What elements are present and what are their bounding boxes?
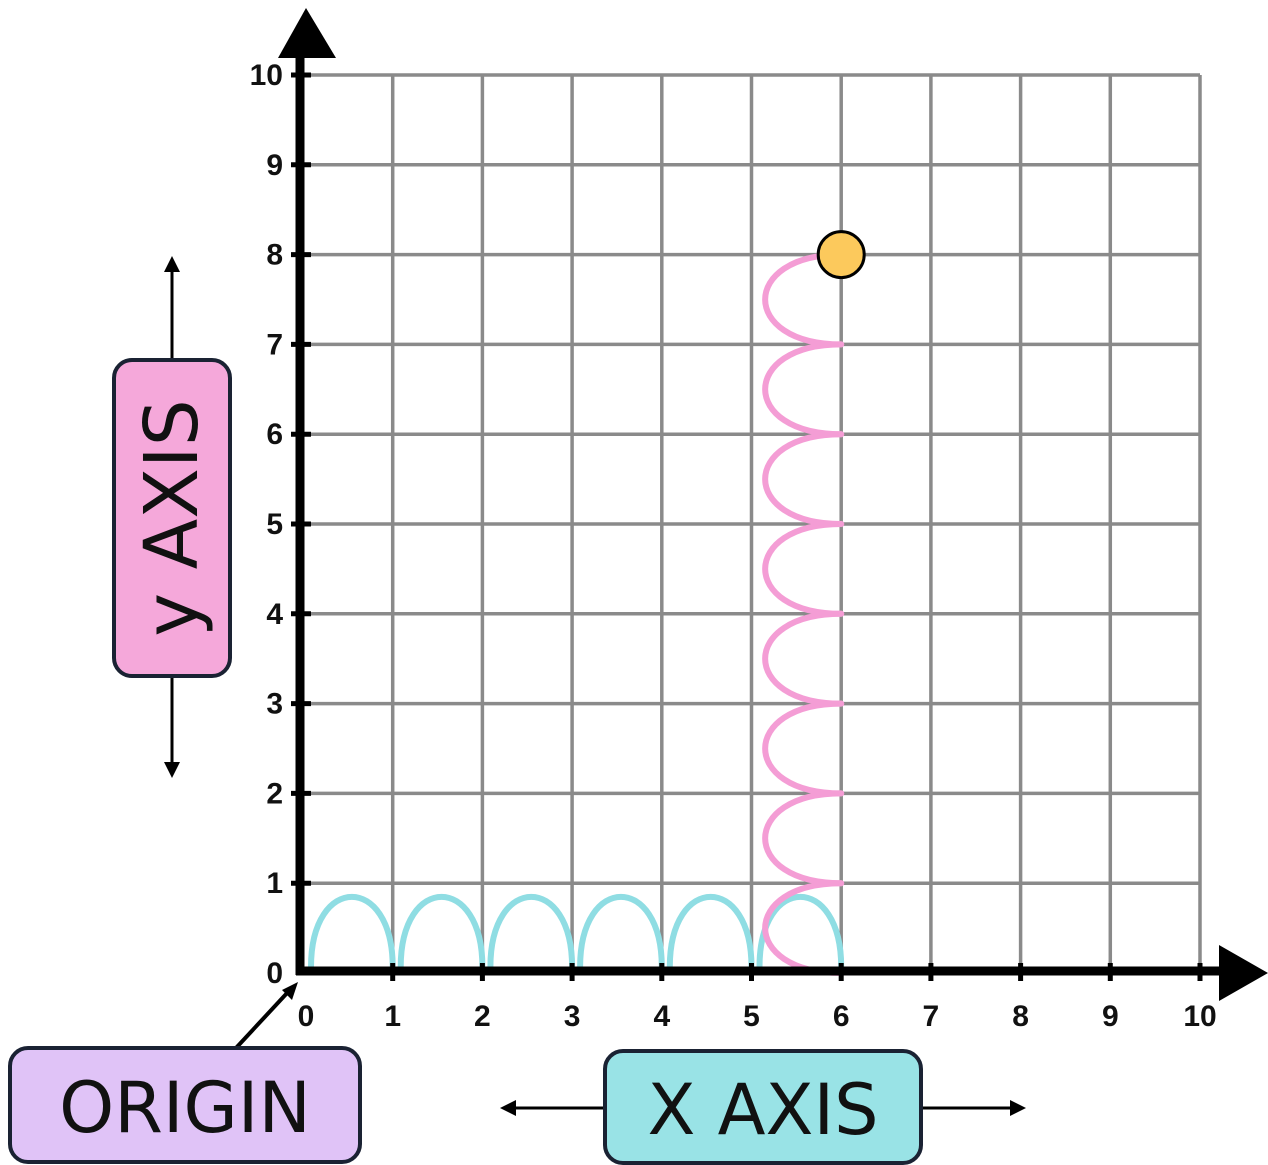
x-axis-badge-group: X AXIS [500,1049,1026,1165]
y-hop-arc [762,610,845,707]
y-tick-label: 9 [266,149,283,182]
origin-badge [8,1046,362,1164]
x-tick-label: 5 [743,1000,760,1033]
x-hop-arc [577,894,665,970]
y-hop-arc [762,700,845,797]
y-axis-label: y AXIS [129,399,215,636]
y-hop-arc [762,431,845,527]
x-tick-label: 6 [833,1000,850,1033]
x-tick-label: 9 [1102,1000,1119,1033]
y-tick-label: 1 [266,867,283,900]
y-tick-label: 6 [266,418,283,451]
x-hop-arc [666,894,755,970]
origin-pointer-arrowhead-icon [282,982,298,1000]
y-tick-label: 5 [266,508,283,541]
arrow-up-icon [164,256,180,272]
y-hop-arc [762,251,845,348]
x-tick-label: 0 [298,1000,315,1033]
origin-label: ORIGIN [59,1067,311,1149]
y-tick-label: 10 [250,59,283,92]
y-hop-arc [762,341,845,438]
origin-pointer-line [234,990,290,1050]
y-tick-label: 7 [266,328,283,361]
tick-labels: 0 1 2 3 4 5 6 7 8 9 10 0 1 2 3 4 5 6 7 8 9 10 [250,59,1217,1033]
x-hop-arc [308,894,396,970]
arrow-down-icon [164,762,180,778]
x-axis-arrowhead-icon [1219,945,1268,1001]
y-tick-label: 3 [266,688,283,721]
y-tick-label: 4 [266,598,283,631]
y-tick-label: 8 [266,239,283,272]
arrow-right-icon [1010,1100,1026,1116]
x-axis-badge [603,1049,923,1165]
y-tick-label: 0 [266,957,283,990]
origin-badge-group: ORIGIN [8,982,362,1164]
x-tick-label: 7 [923,1000,940,1033]
x-axis-label: X AXIS [647,1069,878,1151]
x-tick-label: 2 [474,1000,491,1033]
x-hop-arc [487,894,576,970]
x-tick-label: 1 [384,1000,401,1033]
grid [303,73,1202,973]
x-tick-label: 3 [564,1000,581,1033]
y-axis-badge-group: y AXIS [112,256,232,778]
x-hop-arc [397,894,486,970]
y-tick-label: 2 [266,777,283,810]
plotted-point-layer [816,230,866,280]
y-hop-arc [762,790,845,887]
y-hop-arc [762,521,845,617]
x-tick-label: 8 [1012,1000,1029,1033]
x-tick-label: 4 [653,1000,670,1033]
axes [278,8,1268,1001]
plotted-point [816,230,866,280]
y-axis-badge [112,358,232,678]
x-tick-label: 10 [1183,1000,1216,1033]
y-axis-arrowhead-icon [278,8,336,58]
arrow-left-icon [500,1100,516,1116]
